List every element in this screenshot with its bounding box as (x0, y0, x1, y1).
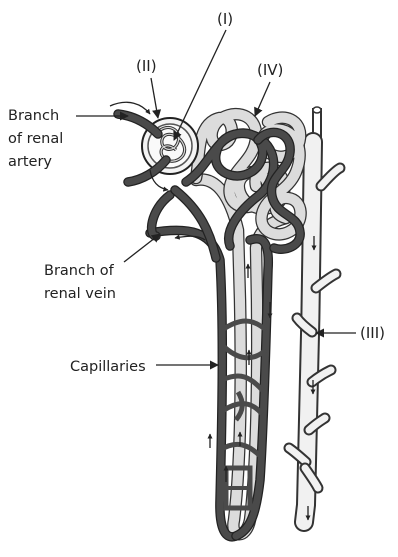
pointer-four (255, 82, 270, 116)
label-artery-line1: Branch (8, 108, 59, 124)
pointer-vein (124, 234, 160, 262)
label-capillaries: Capillaries (70, 359, 146, 375)
label-one: (I) (217, 10, 233, 28)
label-three: (III) (360, 324, 385, 342)
label-vein-line1: Branch of (44, 263, 115, 279)
label-two: (II) (136, 57, 157, 75)
label-vein-line2: renal vein (44, 286, 116, 302)
pointer-two (151, 78, 158, 118)
label-four: (IV) (257, 61, 283, 79)
label-artery-line2: of renal (8, 131, 63, 147)
label-artery-line3: artery (8, 154, 52, 170)
